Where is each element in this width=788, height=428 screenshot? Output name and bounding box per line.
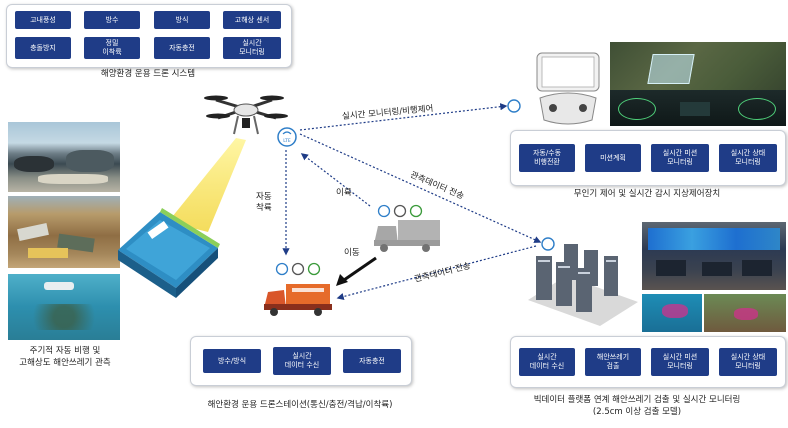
feature-chip: 실시간 미션 모니터링	[651, 348, 709, 376]
move-arrow-head	[336, 274, 348, 286]
orange-truck-icon	[264, 284, 332, 316]
feature-chip: 방식	[154, 11, 210, 29]
feature-chip: 자동충전	[343, 349, 401, 373]
control-room-photo	[642, 222, 786, 290]
truck-status-icons	[377, 204, 423, 218]
feature-chip: 충돌방지	[15, 37, 71, 59]
feature-chip: 해안쓰레기 검출	[585, 348, 641, 376]
feature-chip: 고내풍성	[15, 11, 71, 29]
bigdata-signal-icon	[541, 237, 555, 251]
svg-text:LTE: LTE	[283, 138, 291, 144]
feature-chip: 고해상 센서	[223, 11, 281, 29]
sea-surface-debris-photo	[8, 274, 120, 340]
coast-photo-debris	[8, 196, 120, 268]
feature-chip: 실시간 상태 모니터링	[719, 348, 777, 376]
drone-system-caption: 해양환경 운용 드론 시스템	[100, 69, 196, 79]
feature-chip: 실시간 데이터 수신	[519, 348, 575, 376]
feature-chip: 자동/수동 비행전환	[519, 144, 575, 172]
feature-chip: 방수/방식	[203, 349, 261, 373]
move-label: 이동	[344, 248, 360, 258]
detection-result-photo-2	[704, 294, 786, 332]
drone-icon	[204, 95, 288, 135]
wifi-signal-icon	[507, 99, 521, 113]
drone-station-platform-icon	[118, 208, 220, 298]
feature-chip: 미션계획	[585, 144, 641, 172]
bigdata-panel: 실시간 데이터 수신 해안쓰레기 검출 실시간 미션 모니터링 실시간 상태 모…	[510, 336, 786, 388]
ground-control-panel: 자동/수동 비행전환 미션계획 실시간 미션 모니터링 실시간 상태 모니터링	[510, 130, 786, 186]
feature-chip: 실시간 미션 모니터링	[651, 144, 709, 172]
feature-chip: 정밀 이착륙	[84, 37, 140, 59]
takeoff-label: 이륙	[336, 188, 352, 198]
detection-result-photo-1	[642, 294, 702, 332]
grey-truck-icon	[374, 220, 440, 252]
drone-station-caption: 해안환경 운용 드론스테이션(통신/충전/격납/이착륙)	[207, 400, 393, 410]
aerial-map-screen	[610, 42, 786, 126]
feature-chip: 자동충전	[154, 37, 210, 59]
feature-chip: 실시간 모니터링	[223, 37, 281, 59]
remote-controller-icon	[536, 52, 600, 125]
ground-control-caption: 무인기 제어 및 실시간 감시 지상제어장치	[573, 189, 721, 199]
bigdata-caption: 빅데이터 플랫폼 연계 해안쓰레기 검출 및 실시간 모니터링 (2.5cm 이…	[533, 395, 741, 417]
server-rack-icon	[528, 244, 638, 326]
truck-status-icons	[275, 262, 321, 276]
move-arrow	[343, 256, 377, 282]
feature-chip: 실시간 데이터 수신	[273, 347, 331, 375]
lte-signal-icon: LTE	[277, 127, 297, 147]
camera-beam	[168, 138, 246, 232]
drone-system-panel: 고내풍성 방수 방식 고해상 센서 충돌방지 정밀 이착륙 자동충전 실시간 모…	[6, 4, 292, 68]
left-observation-caption: 주기적 자동 비행 및 고해상도 해안쓰레기 관측	[19, 346, 111, 368]
monitoring-arrow	[299, 103, 508, 131]
feature-chip: 방수	[84, 11, 140, 29]
auto-landing-label: 자동 착륙	[256, 192, 272, 213]
drone-station-panel: 방수/방식 실시간 데이터 수신 자동충전	[190, 336, 412, 386]
coast-photo-rocks	[8, 122, 120, 192]
feature-chip: 실시간 상태 모니터링	[719, 144, 777, 172]
